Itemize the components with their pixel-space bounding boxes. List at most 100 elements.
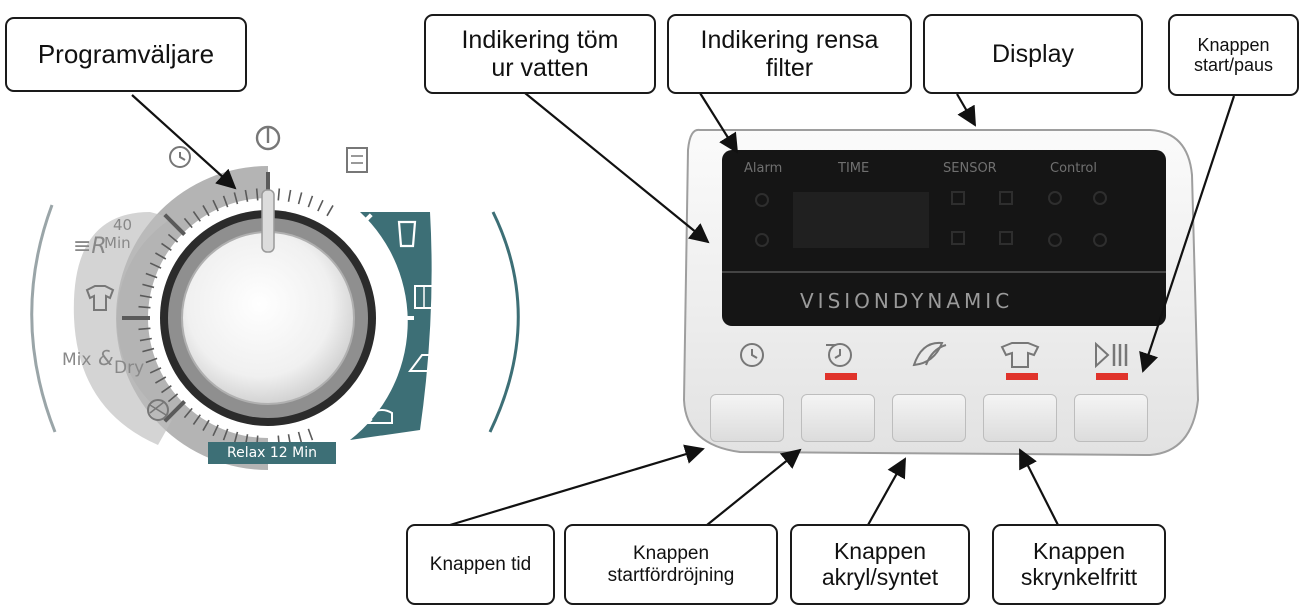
dial-tick (369, 252, 381, 260)
callout-delay-button-line1: Knappen (632, 543, 710, 565)
callout-acrylic-button: Knappen akryl/syntet (790, 524, 970, 605)
dial-tick (277, 188, 281, 201)
acrylic-synthetic-button[interactable] (892, 394, 966, 442)
dial-min-label: Min (104, 234, 131, 252)
dial-tick (212, 424, 219, 437)
time-clock-icon (740, 343, 764, 367)
delay-start-icon (826, 343, 852, 367)
dial-tick (287, 189, 292, 202)
dial-tick (233, 192, 239, 205)
dial-tick (364, 385, 375, 394)
dial-tick (317, 199, 324, 212)
callout-acrylic-button-line2: akryl/syntet (821, 563, 939, 590)
wool-ball-icon (147, 399, 169, 421)
dial-mix-label: Mix (62, 350, 92, 370)
dial-tick (357, 393, 369, 403)
dial-tick (145, 357, 158, 364)
dial-knob-pointer (261, 189, 275, 253)
dial-tick (384, 294, 397, 299)
shirt-icon (85, 285, 115, 311)
callout-clean-filter-line1: Indikering rensa (700, 26, 879, 54)
dial-outer-arc-left (30, 204, 57, 433)
dial-tick (222, 195, 229, 208)
dial-tick (163, 400, 186, 423)
sensor-label: SENSOR (943, 161, 997, 176)
dial-40-label: 40 (113, 216, 133, 234)
dial-tick (326, 419, 334, 431)
dial-tick-marks (122, 172, 414, 448)
dial-dry-label: Dry (114, 358, 145, 378)
start-pause-indicator-light (1096, 373, 1128, 380)
dial-tick (381, 347, 394, 353)
start-pause-icon (1095, 341, 1128, 369)
dial-tick (307, 428, 314, 441)
dial-tick (161, 242, 172, 251)
callout-clean-filter: Indikering rensa filter (667, 14, 912, 94)
dial-tick (374, 367, 387, 374)
control-panel (682, 128, 1200, 457)
dial-tick (192, 211, 201, 222)
dial-tick (183, 407, 193, 419)
dial-tick (343, 407, 353, 419)
time-readout-window (793, 192, 929, 248)
dial-tick (155, 252, 167, 260)
arrow-wrinkle-button (1019, 448, 1059, 526)
dial-tick (142, 283, 155, 289)
callout-program-selector: Programväljare (5, 17, 247, 92)
cupboard-dry-icon (397, 220, 417, 248)
delay-indicator-light (825, 373, 857, 380)
dial-tick (233, 431, 239, 444)
dial-tick (335, 414, 344, 425)
dial-tick (167, 233, 179, 243)
arrow-time-button (449, 444, 705, 527)
relax-program-label: Relax 12 Min (208, 442, 336, 464)
dial-tick (350, 213, 373, 236)
dial-tick (307, 195, 314, 208)
arrow-empty-water (524, 92, 710, 244)
wrinkle-free-button[interactable] (983, 394, 1057, 442)
arrow-start-pause (1139, 95, 1236, 373)
brand-logo: VISIONDYNAMIC (800, 289, 1014, 313)
dial-tick (222, 428, 229, 441)
dial-tick (139, 294, 152, 299)
arrow-acrylic-button (867, 457, 906, 526)
dial-tick (369, 376, 381, 384)
dial-tick (145, 272, 158, 279)
delay-start-button[interactable] (801, 394, 875, 442)
power-icon (255, 125, 281, 151)
dial-tick (202, 419, 210, 431)
callout-start-pause: Knappen start/paus (1168, 14, 1299, 96)
callout-clean-filter-line2: filter (765, 54, 814, 82)
callout-display-text: Display (992, 40, 1074, 68)
arrow-clean-filter (699, 92, 739, 154)
program-dial[interactable]: ≡R (30, 125, 520, 470)
arrow-display (956, 93, 976, 127)
dial-tick (138, 327, 151, 331)
synthetic-feather-icon (912, 341, 947, 367)
control-label: Control (1050, 161, 1097, 176)
dial-tick (149, 367, 162, 374)
dial-outer-arc-right (488, 211, 520, 433)
start-pause-button[interactable] (1074, 394, 1148, 442)
time-button[interactable] (710, 394, 784, 442)
callout-acrylic-button-line1: Knappen (833, 537, 927, 564)
airing-icon (346, 147, 368, 173)
dial-tick (244, 189, 249, 202)
callout-delay-button-line2: startfördröjning (607, 564, 735, 586)
dial-teal-band (350, 212, 432, 440)
wrinkle-indicator-light (1006, 373, 1038, 380)
arrow-delay-button (706, 448, 802, 526)
time-label: TIME (838, 161, 870, 176)
dial-knob[interactable] (181, 231, 355, 405)
dial-tick (202, 205, 210, 217)
dial-tick (326, 205, 334, 217)
callout-time-button-text: Knappen tid (429, 553, 532, 575)
dial-tick (364, 242, 375, 251)
wrinkle-free-shirt-icon (1000, 342, 1040, 368)
callout-delay-button: Knappen startfördröjning (564, 524, 778, 605)
refresh-r-icon: ≡R (73, 234, 107, 259)
alarm-label: Alarm (744, 161, 783, 176)
dial-tick (163, 213, 186, 236)
dial-tick (378, 357, 391, 364)
